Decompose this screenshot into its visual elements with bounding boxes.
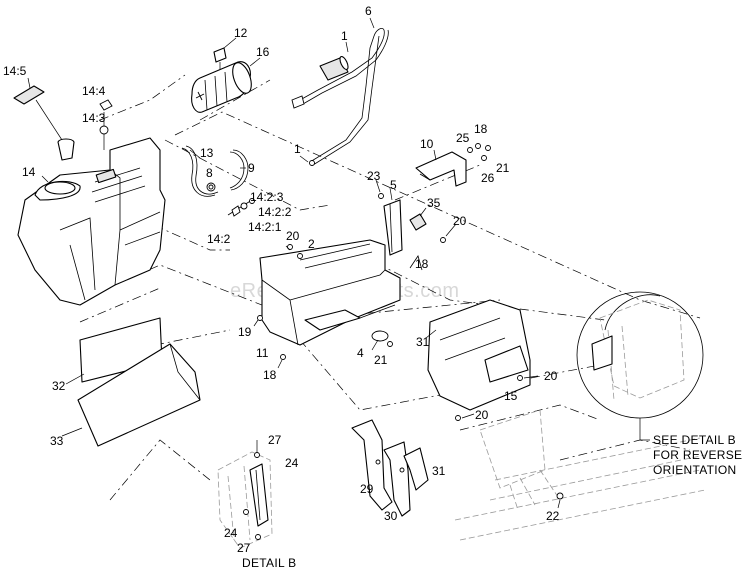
callout-14-5: 14:5 bbox=[3, 64, 27, 78]
callout-18: 18 bbox=[263, 368, 277, 382]
callout-1: 1 bbox=[341, 29, 348, 43]
callout-14-2-1: 14:2:1 bbox=[248, 220, 282, 234]
detail-b-caption: DETAIL B bbox=[242, 556, 296, 569]
callout-27: 27 bbox=[237, 541, 251, 555]
fuel-line bbox=[291, 28, 389, 166]
fuel-cap bbox=[13, 85, 75, 161]
callout-33: 33 bbox=[50, 434, 64, 448]
callout-20: 20 bbox=[453, 214, 467, 228]
callout-30: 30 bbox=[384, 509, 398, 523]
see-detail-note-line-1: SEE DETAIL B bbox=[653, 433, 736, 447]
callout-29: 29 bbox=[360, 482, 374, 496]
callout-4: 4 bbox=[357, 346, 364, 360]
callout-12: 12 bbox=[234, 26, 248, 40]
charcoal-canister bbox=[191, 47, 252, 113]
callout-31: 31 bbox=[432, 464, 446, 478]
callout-20: 20 bbox=[544, 369, 558, 383]
callout-6: 6 bbox=[365, 4, 372, 18]
callout-22: 22 bbox=[546, 509, 560, 523]
vent-fittings bbox=[99, 99, 113, 150]
callout-25: 25 bbox=[456, 131, 470, 145]
lower-brackets bbox=[351, 419, 429, 517]
callout-14: 14 bbox=[22, 165, 36, 179]
callout-14-4: 14:4 bbox=[82, 84, 106, 98]
heat-shield bbox=[409, 255, 531, 421]
reverse-orientation-callout bbox=[576, 291, 704, 441]
callout-15: 15 bbox=[504, 389, 518, 403]
callouts: 6 1 12 16 14:5 14:4 14:3 14 13 9 8 1 10 … bbox=[3, 4, 560, 555]
callout-21: 21 bbox=[496, 161, 510, 175]
upright-bracket bbox=[378, 193, 446, 256]
callout-1: 1 bbox=[294, 142, 301, 156]
callout-24: 24 bbox=[285, 456, 299, 470]
fuel-hoses bbox=[181, 145, 249, 197]
callout-2: 2 bbox=[308, 237, 315, 251]
callout-32: 32 bbox=[52, 379, 66, 393]
callout-35: 35 bbox=[427, 196, 441, 210]
callout-16: 16 bbox=[256, 45, 270, 59]
callout-11: 11 bbox=[256, 346, 269, 360]
callout-21: 21 bbox=[374, 353, 388, 367]
fuel-tank bbox=[17, 137, 166, 306]
leader-lines bbox=[27, 17, 561, 509]
callout-26: 26 bbox=[481, 171, 495, 185]
callout-14-2: 14:2 bbox=[207, 232, 231, 246]
callout-18: 18 bbox=[415, 257, 429, 271]
callout-31: 31 bbox=[416, 335, 430, 349]
notes: SEE DETAIL B FOR REVERSE ORIENTATION DET… bbox=[242, 433, 742, 569]
callout-10: 10 bbox=[420, 137, 434, 151]
callout-14-2-2: 14:2:2 bbox=[258, 205, 292, 219]
callout-18: 18 bbox=[474, 122, 488, 136]
see-detail-note-line-2: FOR REVERSE bbox=[653, 448, 742, 462]
tank-tray bbox=[257, 239, 401, 360]
tank-fitting bbox=[227, 198, 255, 217]
frame-phantom bbox=[454, 294, 706, 541]
callout-19: 19 bbox=[238, 325, 252, 339]
callout-13: 13 bbox=[200, 146, 214, 160]
callout-9: 9 bbox=[248, 161, 255, 175]
callout-14-3: 14:3 bbox=[82, 111, 106, 125]
see-detail-note-line-3: ORIENTATION bbox=[653, 463, 737, 477]
callout-8: 8 bbox=[206, 166, 213, 180]
foam-pads bbox=[77, 317, 201, 447]
callout-27: 27 bbox=[268, 433, 282, 447]
callout-23: 23 bbox=[367, 169, 381, 183]
callout-24: 24 bbox=[224, 526, 238, 540]
callout-20: 20 bbox=[286, 229, 300, 243]
callout-5: 5 bbox=[390, 178, 397, 192]
detail-b bbox=[217, 440, 273, 549]
top-bracket bbox=[415, 143, 491, 187]
callout-20: 20 bbox=[475, 408, 489, 422]
callout-14-2-3: 14:2:3 bbox=[250, 190, 284, 204]
